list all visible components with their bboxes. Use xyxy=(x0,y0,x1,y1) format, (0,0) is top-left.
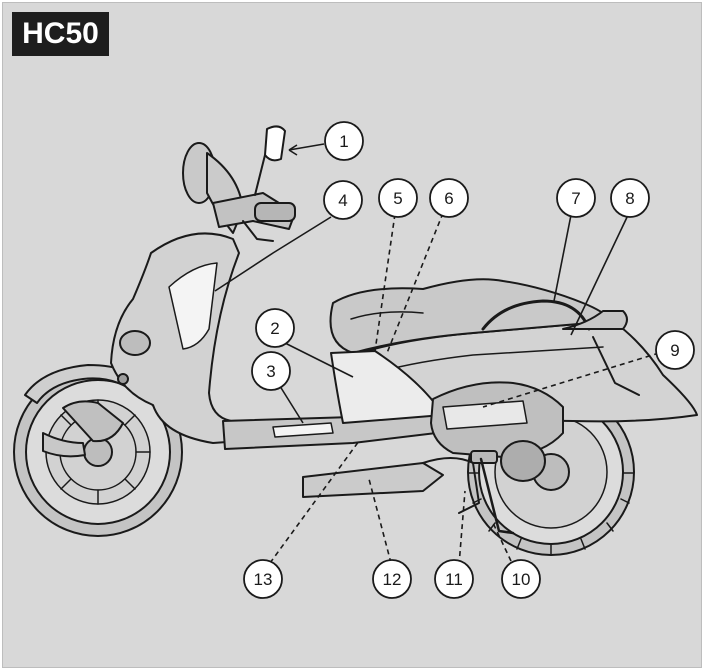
callout-10: 10 xyxy=(501,559,541,599)
callout-13: 13 xyxy=(243,559,283,599)
model-badge: HC50 xyxy=(12,12,109,56)
exhaust xyxy=(302,462,444,498)
callout-10-label: 10 xyxy=(512,570,531,589)
callout-1-label: 1 xyxy=(339,132,348,151)
floorboard xyxy=(222,412,454,450)
callout-4: 4 xyxy=(323,180,363,220)
callout-12: 12 xyxy=(372,559,412,599)
callout-9-label: 9 xyxy=(670,341,679,360)
callout-4-label: 4 xyxy=(338,191,347,210)
callout-7-label: 7 xyxy=(571,189,580,208)
callout-8-label: 8 xyxy=(625,189,634,208)
callout-3-label: 3 xyxy=(266,362,275,381)
callout-2-label: 2 xyxy=(270,319,279,338)
callout-5-label: 5 xyxy=(393,189,402,208)
callout-11-label: 11 xyxy=(445,570,463,589)
callout-6-label: 6 xyxy=(444,189,453,208)
callout-1: 1 xyxy=(324,121,364,161)
dashed-leader-lines xyxy=(269,212,660,566)
mirror xyxy=(264,125,286,162)
front-wheel xyxy=(13,367,183,537)
callout-13-label: 13 xyxy=(254,570,273,589)
callout-8: 8 xyxy=(610,178,650,218)
callout-11: 11 xyxy=(434,559,474,599)
leader-lines xyxy=(214,143,630,424)
callout-12-label: 12 xyxy=(383,570,402,589)
callout-3: 3 xyxy=(251,351,291,391)
callout-6: 6 xyxy=(429,178,469,218)
callout-5: 5 xyxy=(378,178,418,218)
callout-9: 9 xyxy=(655,330,695,370)
scooter-diagram: 1 4 5 6 7 8 2 9 3 13 12 11 10 xyxy=(13,121,698,599)
callout-2: 2 xyxy=(255,308,295,348)
callouts: 1 4 5 6 7 8 2 9 3 13 12 11 10 xyxy=(243,121,695,599)
callout-7: 7 xyxy=(556,178,596,218)
grab-rail xyxy=(481,299,591,331)
